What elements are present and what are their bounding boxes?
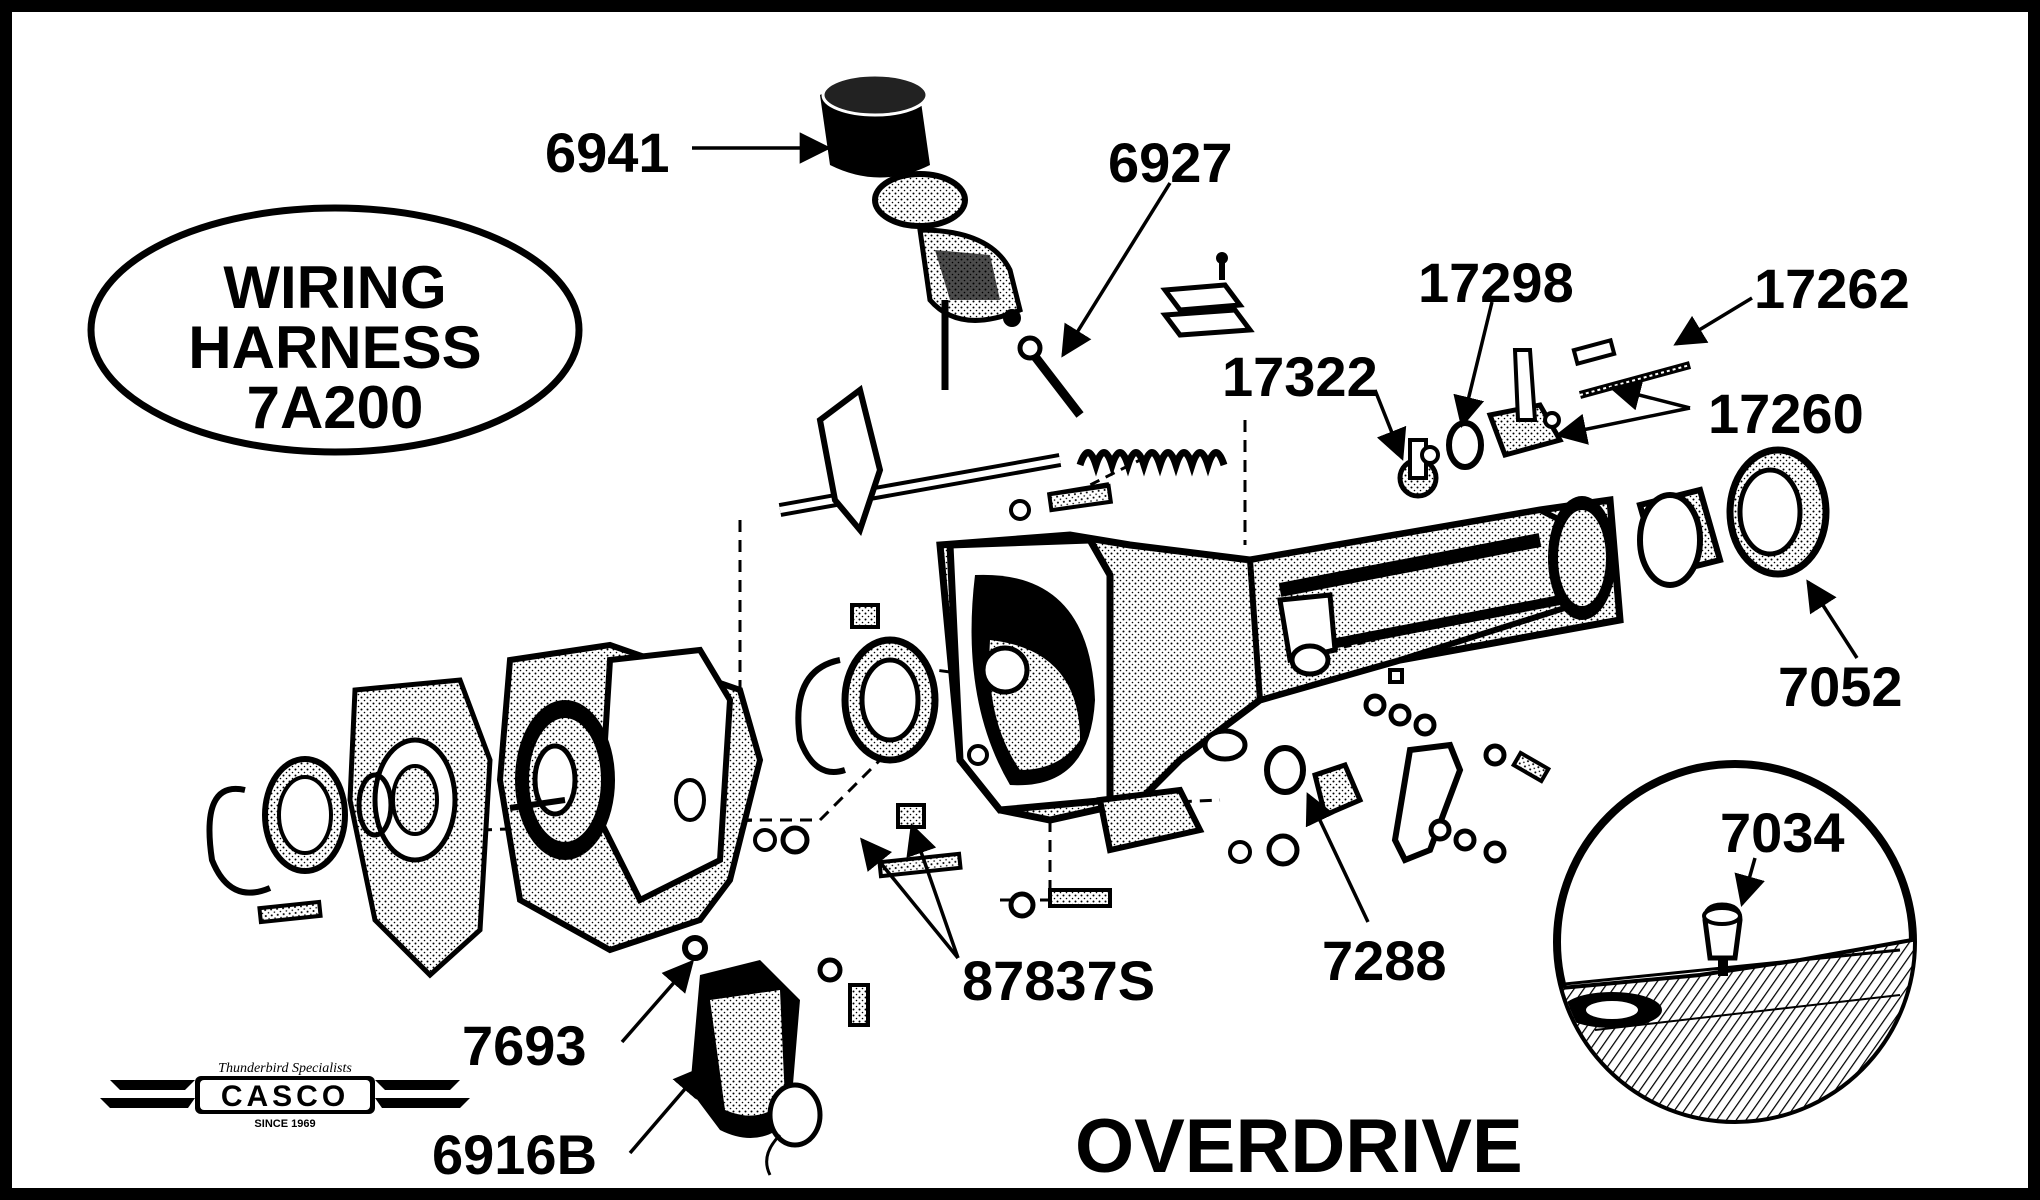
snap-ring-left [206, 785, 272, 896]
speedometer-sleeve-17260 [1486, 337, 1617, 459]
gasket [347, 677, 493, 979]
stud-left [257, 899, 323, 925]
long-stud [877, 851, 963, 879]
spring [1076, 449, 1228, 477]
diagram-title: OVERDRIVE [1075, 1104, 1523, 1189]
label-6927: 6927 [1108, 131, 1233, 194]
logo-tagline: Thunderbird Specialists [218, 1061, 352, 1076]
overdrive-main-housing [936, 496, 1624, 854]
solenoid-cap-6941 [820, 73, 1023, 390]
adapter-plate-assembly [496, 641, 764, 954]
logo-brand: CASCO [221, 1080, 349, 1113]
leader-arrows [620, 132, 1859, 1155]
o-ring-17298 [1446, 420, 1484, 470]
logo-since: SINCE 1969 [254, 1118, 315, 1130]
label-17262: 17262 [1754, 257, 1910, 320]
label-17322: 17322 [1222, 345, 1378, 408]
badge-line-3: 7A200 [247, 374, 424, 441]
bearing-left [262, 756, 348, 874]
part-labels: 6941 6927 17298 17262 17322 17260 7052 7… [432, 121, 1910, 1186]
label-87837S: 87837S [962, 949, 1155, 1012]
solenoid-6916B [690, 957, 870, 1176]
plug-nut [850, 603, 926, 829]
label-7693: 7693 [462, 1014, 587, 1077]
badge-line-2: HARNESS [188, 314, 481, 381]
label-7034: 7034 [1720, 801, 1845, 864]
label-17260: 17260 [1708, 382, 1864, 445]
label-6941: 6941 [545, 121, 670, 184]
bearing-mid [841, 636, 939, 764]
casco-logo: Thunderbird Specialists CASCO SINCE 1969 [100, 1061, 470, 1130]
plates [1160, 252, 1255, 338]
badge-line-1: WIRING [223, 254, 446, 321]
drain-plug-inset [1553, 760, 1917, 1124]
label-7288: 7288 [1322, 929, 1447, 992]
snap-ring-mid [795, 657, 846, 775]
speedometer-cable-17262 [1578, 361, 1692, 399]
label-17298: 17298 [1418, 251, 1574, 314]
rear-seal-7052 [1726, 446, 1830, 578]
rear-bushing [1636, 486, 1724, 588]
label-7052: 7052 [1778, 655, 1903, 718]
linkage-6927 [1017, 335, 1084, 418]
label-6916B: 6916B [432, 1123, 597, 1186]
governor-and-hardware-7288 [1264, 668, 1552, 864]
small-washers-left [682, 483, 1300, 961]
wiring-harness-badge: WIRING HARNESS 7A200 [87, 204, 583, 456]
speedometer-driven-gear-17322 [1397, 438, 1440, 499]
